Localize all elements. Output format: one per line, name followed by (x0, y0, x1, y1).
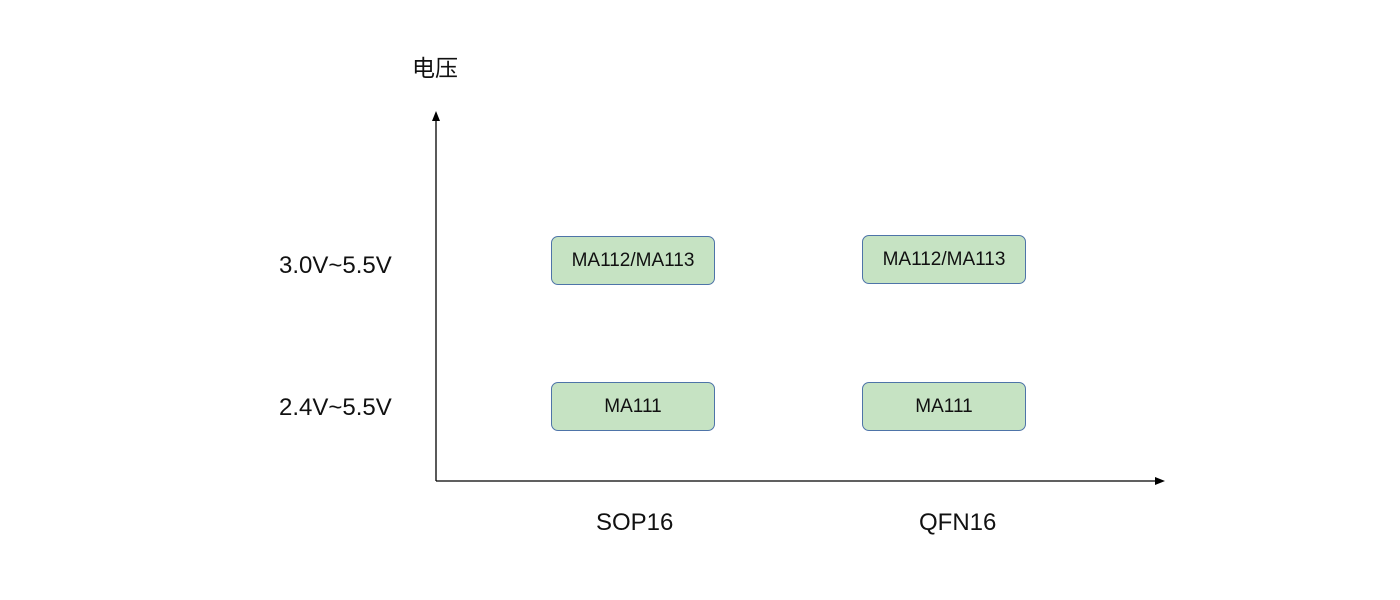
chip-label: MA111 (915, 395, 973, 417)
chip-box-sop16-low: MA111 (551, 382, 715, 431)
x-axis-arrow-icon (1155, 477, 1165, 485)
y-tick-label-low: 2.4V~5.5V (279, 394, 392, 421)
x-tick-label-sop16: SOP16 (596, 509, 674, 536)
chip-label: MA111 (604, 395, 662, 417)
x-tick-label-qfn16: QFN16 (919, 509, 997, 536)
chip-label: MA112/MA113 (571, 249, 695, 271)
y-axis-arrow-icon (432, 111, 440, 121)
chip-box-sop16-high: MA112/MA113 (551, 236, 715, 285)
chip-box-qfn16-high: MA112/MA113 (862, 235, 1026, 284)
y-axis-title: 电压 (412, 56, 458, 82)
chip-label: MA112/MA113 (882, 248, 1006, 270)
y-tick-label-high: 3.0V~5.5V (279, 252, 392, 279)
chip-box-qfn16-low: MA111 (862, 382, 1026, 431)
